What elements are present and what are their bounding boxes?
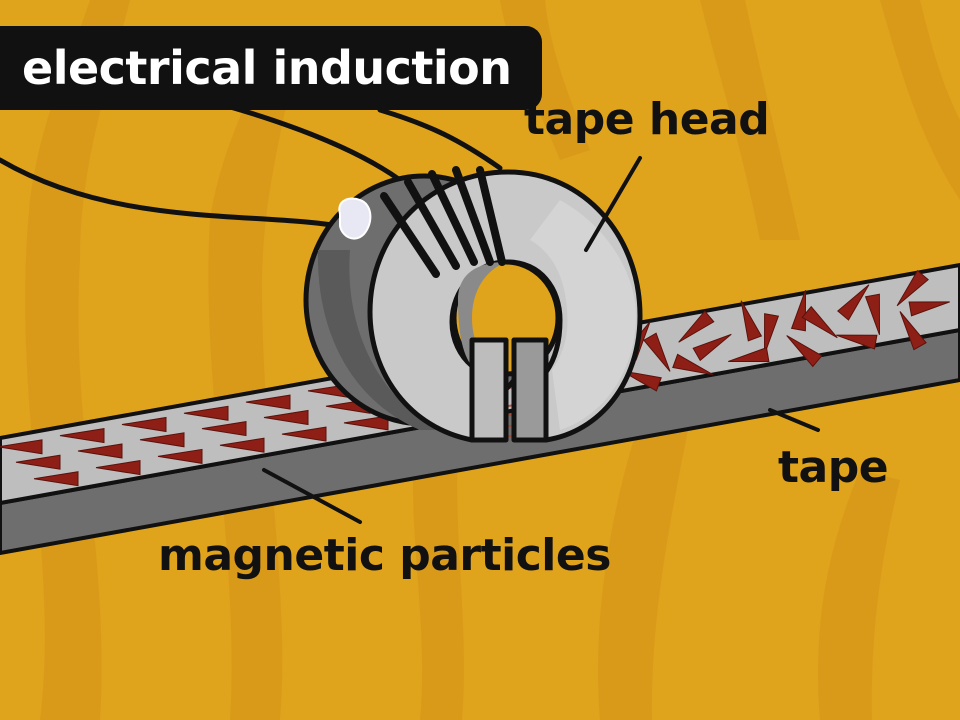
magnetic-particle xyxy=(77,443,123,459)
magnetic-particle xyxy=(801,305,838,339)
background-streak xyxy=(700,0,800,240)
tape-head xyxy=(303,166,643,443)
leader-tape-head xyxy=(584,156,642,252)
magnetic-particle xyxy=(672,353,714,376)
magnetic-particle xyxy=(245,394,291,410)
magnetic-particle xyxy=(896,269,929,307)
tape-head-side-shading xyxy=(317,250,440,430)
title-text: electrical induction xyxy=(22,41,512,95)
magnetic-particle xyxy=(183,405,229,421)
magnetic-particle xyxy=(219,437,265,453)
label-tape-head: tape head xyxy=(524,94,770,145)
magnetic-particle xyxy=(95,460,141,476)
tape-head-coil xyxy=(380,166,506,278)
background-streak xyxy=(412,420,464,720)
wire-to-banner xyxy=(377,107,503,171)
leader-magnetic-particles xyxy=(262,468,362,524)
title-banner: electrical induction xyxy=(0,26,542,110)
magnetic-particle xyxy=(678,310,715,343)
magnetic-particle xyxy=(790,290,806,332)
label-magnetic-particles: magnetic particles xyxy=(158,530,611,581)
leader-lines xyxy=(262,156,820,524)
magnetic-particle xyxy=(864,293,880,335)
background-streak xyxy=(880,0,960,200)
magnetic-particle xyxy=(643,332,671,372)
tape-head-highlight xyxy=(530,200,636,430)
magnetic-particle xyxy=(281,426,327,442)
magnetic-particle xyxy=(0,439,43,455)
magnetic-particle xyxy=(157,448,203,464)
magnetic-particle xyxy=(139,432,185,448)
magnetic-particle xyxy=(728,347,770,362)
background-streak xyxy=(598,420,690,720)
magnetic-particle xyxy=(15,454,61,470)
magnetic-particle xyxy=(121,416,167,433)
magnetic-particles xyxy=(0,269,950,487)
background-streak xyxy=(818,470,900,720)
magnetic-particle xyxy=(343,415,389,431)
tape-head-pole-right xyxy=(511,337,549,443)
tape-head-pole-left xyxy=(469,337,509,443)
magnetic-particle xyxy=(764,313,780,355)
magnetic-particle xyxy=(692,333,732,362)
coil-winding xyxy=(404,178,460,270)
wire-lower xyxy=(0,157,353,231)
magnetic-particle xyxy=(837,284,870,321)
coil-winding xyxy=(476,166,506,266)
magnetic-particle xyxy=(740,300,763,342)
leader-tape xyxy=(768,408,820,432)
coil-winding xyxy=(428,170,478,266)
background-streak xyxy=(208,40,300,720)
magnetic-particle xyxy=(33,471,79,487)
magnetic-particle xyxy=(836,334,878,350)
magnetic-particle xyxy=(620,370,662,392)
coil-winding xyxy=(452,166,494,266)
label-tape: tape xyxy=(778,442,889,493)
magnetic-particle xyxy=(786,335,823,368)
magnetic-particle xyxy=(899,311,927,351)
magnetic-particle xyxy=(59,428,105,444)
coil-winding xyxy=(380,192,440,278)
magnetic-particle xyxy=(263,409,309,426)
magnetic-particle xyxy=(908,301,950,317)
magnetic-particle xyxy=(201,421,247,437)
wire-terminal xyxy=(338,197,372,240)
